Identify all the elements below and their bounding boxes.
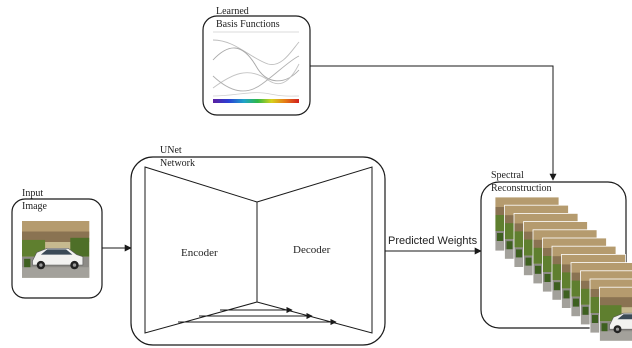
basis-box-title-line1: Learned	[216, 6, 249, 17]
basis-box-title-line2: Basis Functions	[216, 19, 280, 30]
unet-box-title-line1: UNet	[160, 145, 182, 156]
input-box-title-line1: Input	[22, 188, 43, 199]
spectrum-bar	[213, 99, 299, 103]
spectral-slice	[599, 286, 632, 342]
unet-box-title-line2: Network	[160, 158, 195, 169]
encoder-label: Encoder	[181, 247, 218, 259]
decoder-label: Decoder	[293, 244, 331, 256]
decoder-trapezoid	[256, 166, 373, 334]
unet-network-box	[130, 156, 386, 346]
spectral-image-stack	[494, 196, 632, 342]
output-box-title-line1: Spectral	[491, 170, 524, 181]
basis-functions-plot	[212, 31, 300, 103]
arrow-basis-to-reconstruction	[310, 65, 557, 181]
output-box-title-line2: Reconstruction	[491, 183, 552, 194]
unet-shape	[144, 166, 373, 334]
spectral-reconstruction-box	[480, 181, 627, 329]
input-box-title-line2: Image	[22, 201, 48, 212]
input-car-image	[21, 220, 90, 279]
predicted-weights-label: Predicted Weights	[388, 235, 478, 247]
